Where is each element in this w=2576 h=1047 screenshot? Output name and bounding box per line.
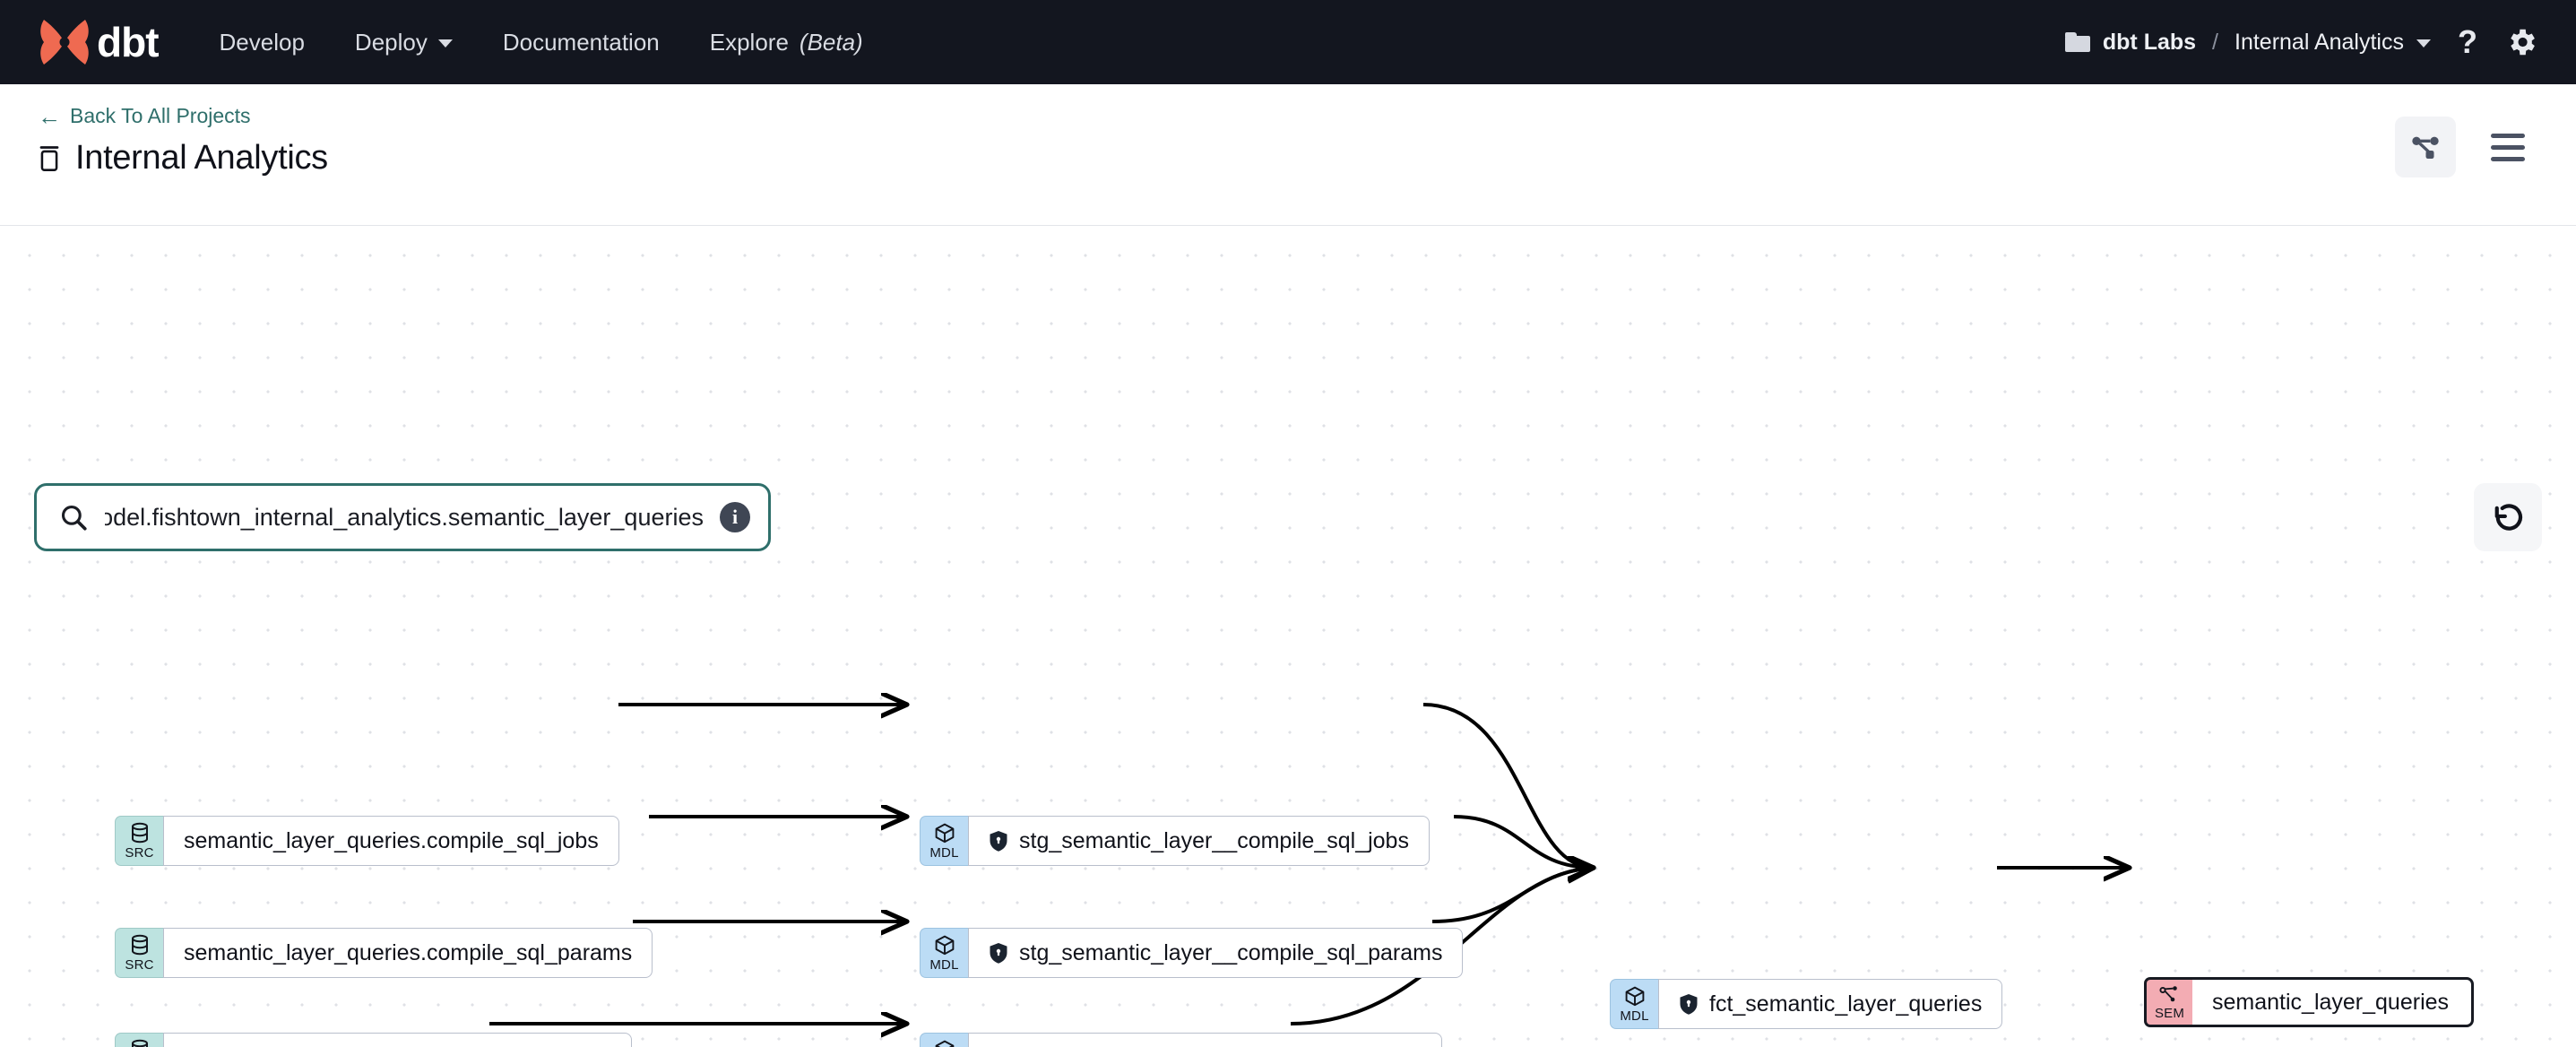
page-title: Internal Analytics (75, 139, 328, 177)
dbt-logo[interactable]: dbt (38, 16, 160, 68)
help-button[interactable]: ? (2458, 23, 2477, 61)
reset-arrow-icon (2494, 504, 2523, 531)
chevron-down-icon (437, 39, 453, 48)
node-label: stg_semantic_layer__compile_sql_params (1019, 939, 1443, 965)
edge-mdl1-fct1 (1422, 703, 1594, 868)
cube-icon (935, 935, 954, 956)
node-label: semantic_layer_queries.create_query_jobs (184, 1045, 611, 1047)
shield-lock-icon (1680, 993, 1698, 1015)
node-body: semantic_layer_queries.compile_sql_jobs (163, 816, 619, 866)
nav-item-explore-label: Explore (709, 28, 789, 56)
node-body: stg_semantic_layer__compile_sql_params (968, 928, 1464, 978)
hamburger-icon (2491, 133, 2525, 161)
lineage-node-mdl2[interactable]: MDL stg_semantic_layer__compile_sql_para… (920, 928, 1464, 978)
question-mark-icon: ? (2458, 23, 2477, 60)
shield-lock-icon (990, 830, 1007, 852)
page-header: ← Back To All Projects Internal Analytic… (0, 84, 2576, 226)
node-label: stg_semantic_layer__compile_sql_jobs (1019, 827, 1409, 853)
node-body: semantic_layer_queries.create_query_jobs (163, 1033, 632, 1047)
node-label: stg_semantic_layer__create_query_jobs (1019, 1045, 1422, 1047)
settings-button[interactable] (2504, 25, 2538, 59)
lineage-node-src1[interactable]: SRC semantic_layer_queries.compile_sql_j… (115, 816, 619, 866)
back-to-all-projects-link[interactable]: ← Back To All Projects (38, 104, 2538, 128)
node-body: stg_semantic_layer__create_query_jobs (968, 1033, 1442, 1047)
semantic-graph-icon (2159, 986, 2177, 1002)
lineage-node-fct1[interactable]: MDL fct_semantic_layer_queries (1610, 979, 2003, 1029)
chevron-down-icon[interactable] (2416, 39, 2431, 48)
folder-icon (2064, 32, 2090, 52)
menu-button[interactable] (2477, 117, 2538, 177)
edge-mdl3-fct1 (1431, 868, 1594, 923)
dbt-x-mark-icon (40, 20, 89, 65)
node-body: fct_semantic_layer_queries (1658, 979, 2003, 1029)
nav-right-cluster: dbt Labs / Internal Analytics ? (2064, 23, 2538, 61)
node-type-label: SRC (125, 845, 154, 861)
lineage-edges (489, 226, 2576, 1047)
lineage-canvas[interactable]: odel.fishtown_internal_analytics.semanti… (0, 226, 2576, 1047)
lineage-node-mdl3[interactable]: MDL stg_semantic_layer__create_query_job… (920, 1033, 1442, 1047)
share-nodes-icon (2412, 136, 2439, 159)
node-body: stg_semantic_layer__compile_sql_jobs (968, 816, 1430, 866)
info-icon[interactable]: i (720, 502, 750, 532)
primary-nav-links: Develop Deploy Documentation Explore (Be… (220, 29, 863, 56)
node-type-badge-mdl: MDL (920, 1033, 968, 1047)
cube-icon (1625, 986, 1644, 1007)
lineage-node-src3[interactable]: SRC semantic_layer_queries.create_query_… (115, 1033, 632, 1047)
project-selector-label[interactable]: Internal Analytics (2235, 29, 2404, 55)
nav-item-deploy-label: Deploy (354, 28, 428, 56)
shield-lock-icon (990, 942, 1007, 964)
node-label: fct_semantic_layer_queries (1709, 991, 1983, 1017)
top-navigation-bar: dbt Develop Deploy Documentation Explore… (0, 0, 2576, 84)
node-label: semantic_layer_queries.compile_sql_param… (184, 939, 633, 965)
node-type-badge-src: SRC (115, 816, 163, 866)
database-icon (131, 822, 148, 844)
search-input[interactable]: odel.fishtown_internal_analytics.semanti… (105, 503, 704, 531)
nav-item-explore[interactable]: Explore (Beta) (710, 29, 863, 56)
node-type-label: MDL (929, 957, 959, 973)
node-type-label: SEM (2154, 1006, 2185, 1021)
nav-item-explore-beta-tag: (Beta) (799, 28, 863, 56)
account-breadcrumb: dbt Labs / Internal Analytics (2064, 29, 2431, 56)
node-type-label: MDL (1620, 1008, 1649, 1024)
cube-icon (935, 823, 954, 844)
lineage-node-src2[interactable]: SRC semantic_layer_queries.compile_sql_p… (115, 928, 653, 978)
node-body: semantic_layer_queries (2192, 977, 2474, 1027)
node-type-badge-mdl: MDL (1610, 979, 1658, 1029)
nav-item-documentation-label: Documentation (502, 28, 660, 56)
gear-icon (2511, 29, 2535, 56)
database-icon (131, 1039, 148, 1047)
edge-mdl2-fct1 (1453, 815, 1594, 868)
project-title-row: Internal Analytics (38, 139, 2538, 177)
node-label: semantic_layer_queries.compile_sql_jobs (184, 827, 599, 853)
node-type-badge-sem: SEM (2144, 977, 2192, 1027)
reset-graph-button[interactable] (2474, 483, 2542, 551)
lineage-graph-button[interactable] (2395, 117, 2456, 177)
breadcrumb-separator: / (2212, 29, 2218, 55)
lineage-node-mdl1[interactable]: MDL stg_semantic_layer__compile_sql_jobs (920, 816, 1430, 866)
nav-item-documentation[interactable]: Documentation (503, 29, 660, 56)
node-label: semantic_layer_queries (2212, 989, 2450, 1015)
nav-item-develop[interactable]: Develop (220, 29, 305, 56)
node-type-badge-src: SRC (115, 1033, 163, 1047)
back-to-all-projects-label: Back To All Projects (70, 104, 251, 127)
node-type-label: MDL (929, 845, 959, 861)
organization-name[interactable]: dbt Labs (2102, 29, 2197, 55)
nav-item-deploy[interactable]: Deploy (355, 29, 453, 56)
node-body: semantic_layer_queries.compile_sql_param… (163, 928, 653, 978)
header-actions (2395, 117, 2538, 177)
search-icon (61, 505, 87, 531)
dbt-wordmark: dbt (97, 19, 160, 65)
node-type-badge-mdl: MDL (920, 816, 968, 866)
database-icon (131, 934, 148, 956)
node-type-label: SRC (125, 957, 154, 973)
nav-item-develop-label: Develop (219, 28, 305, 56)
node-type-badge-mdl: MDL (920, 928, 968, 978)
lineage-node-sem1[interactable]: SEM semantic_layer_queries (2144, 977, 2474, 1027)
search-box[interactable]: odel.fishtown_internal_analytics.semanti… (34, 483, 771, 551)
database-icon (39, 145, 59, 171)
arrow-left-icon: ← (38, 102, 61, 130)
node-type-badge-src: SRC (115, 928, 163, 978)
cube-icon (935, 1040, 954, 1047)
